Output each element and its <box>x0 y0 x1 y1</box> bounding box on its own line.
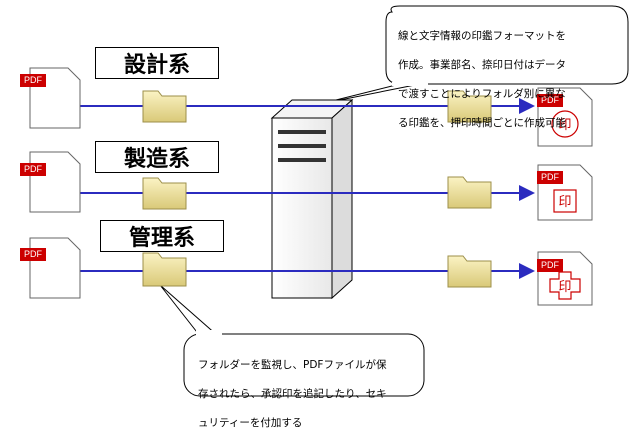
output-folder-icon-2 <box>447 176 492 209</box>
callout-bottom-line: ュリティーを付加する <box>198 416 303 429</box>
circle-stamp-icon <box>551 110 579 138</box>
callout-bottom-text: フォルダーを監視し、PDFファイルが保 存されたら、承認印を追記したり、セキ ュ… <box>198 343 422 445</box>
stamp-char-2: 印 <box>558 195 571 210</box>
callout-bottom-line: 存されたら、承認印を追記したり、セキ <box>198 387 387 400</box>
group-label-management: 管理系 <box>100 220 224 252</box>
input-folder-icon-3 <box>142 252 187 287</box>
input-folder-icon-1 <box>142 90 187 123</box>
source-pdf-doc-2 <box>29 151 81 213</box>
callout-bottom-line: フォルダーを監視し、PDFファイルが保 <box>198 358 387 371</box>
stamp-char-3: 印 <box>558 280 571 295</box>
callout-top-line: 線と文字情報の印鑑フォーマットを <box>398 29 566 42</box>
pdf-badge: PDF <box>537 94 563 107</box>
source-pdf-doc-3 <box>29 237 81 299</box>
callout-top <box>319 5 629 105</box>
group-label-manufacturing: 製造系 <box>95 141 219 173</box>
pdf-badge: PDF <box>20 248 46 261</box>
pdf-badge: PDF <box>20 163 46 176</box>
callout-top-line: 作成。事業部名、捺印日付はデータ <box>398 58 566 71</box>
group-label-design: 設計系 <box>95 47 219 79</box>
cross-stamp-icon <box>549 271 581 300</box>
output-folder-icon-1 <box>447 90 492 123</box>
callout-bottom <box>159 284 425 397</box>
stamp-char-1: 印 <box>558 118 571 133</box>
pdf-badge: PDF <box>20 74 46 87</box>
callout-top-line: で渡すことによりフォルダ別に異な <box>398 87 566 100</box>
callout-top-text: 線と文字情報の印鑑フォーマットを 作成。事業部名、捺印日付はデータ で渡すことに… <box>398 14 624 145</box>
input-folder-icon-2 <box>142 177 187 210</box>
pdf-badge: PDF <box>537 259 563 272</box>
server-tower <box>270 98 354 300</box>
callout-top-line: る印鑑を、押印時間ごとに作成可能 <box>398 116 566 129</box>
pdf-badge: PDF <box>537 171 563 184</box>
square-stamp-icon <box>553 189 577 213</box>
output-folder-icon-3 <box>447 255 492 288</box>
